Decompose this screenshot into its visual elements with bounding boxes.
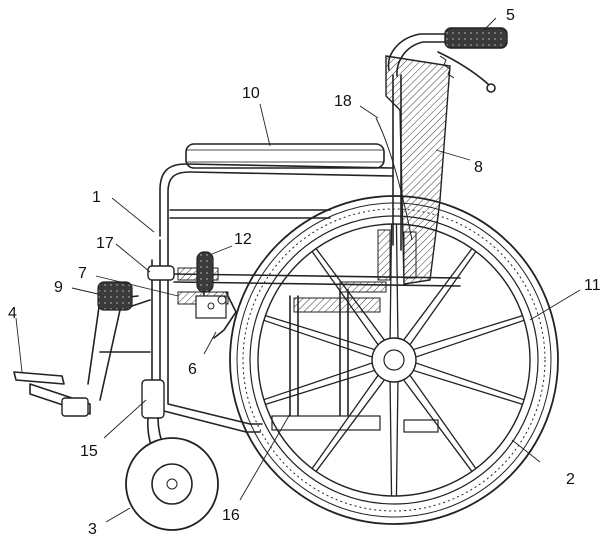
label-11: 11 xyxy=(584,277,601,294)
rear-wheel xyxy=(229,195,559,525)
spoke-line xyxy=(413,315,523,351)
spoke-line xyxy=(265,315,375,351)
label-12: 12 xyxy=(234,231,252,248)
spoke-line xyxy=(315,248,385,341)
under-seat-mechanism xyxy=(271,229,439,433)
push-handle[interactable] xyxy=(444,27,508,49)
spoke-line xyxy=(265,369,375,405)
spoke-line xyxy=(403,248,473,341)
label-2: 2 xyxy=(566,471,575,488)
spoke-line xyxy=(395,224,399,339)
brake-mechanism xyxy=(195,291,237,339)
spoke-line xyxy=(311,374,379,469)
spoke-line xyxy=(389,224,393,339)
spoke-line xyxy=(409,374,477,469)
spoke-line xyxy=(263,319,373,358)
label-6: 6 xyxy=(188,361,197,378)
label-9: 9 xyxy=(54,279,63,296)
leg-pad xyxy=(97,281,133,311)
spoke-line xyxy=(315,379,385,472)
label-17: 17 xyxy=(96,235,114,252)
wheel-spokes xyxy=(263,224,525,496)
armrest-pad xyxy=(147,265,175,281)
label-1: 1 xyxy=(92,189,101,206)
label-3: 3 xyxy=(88,521,97,538)
spoke-line xyxy=(409,251,477,346)
spoke-line xyxy=(403,379,473,472)
label-8: 8 xyxy=(474,159,483,176)
label-10: 10 xyxy=(242,85,260,102)
spoke-line xyxy=(263,362,373,401)
label-5: 5 xyxy=(506,7,515,24)
spoke-line xyxy=(395,381,399,496)
spoke-line xyxy=(311,251,379,346)
spoke-line xyxy=(415,319,525,358)
front-caster-wheel xyxy=(125,437,219,531)
label-7: 7 xyxy=(78,265,87,282)
label-16: 16 xyxy=(222,507,240,524)
spoke-line xyxy=(389,381,393,496)
backrest-panel xyxy=(385,55,451,285)
label-4: 4 xyxy=(8,305,17,322)
footrest[interactable] xyxy=(13,371,91,417)
spoke-line xyxy=(415,362,525,401)
label-15: 15 xyxy=(80,443,98,460)
label-18: 18 xyxy=(334,93,352,110)
leader-lines xyxy=(15,17,581,523)
brake-cable xyxy=(375,117,413,241)
spoke-line xyxy=(413,369,523,405)
seat-cushion xyxy=(185,143,385,169)
